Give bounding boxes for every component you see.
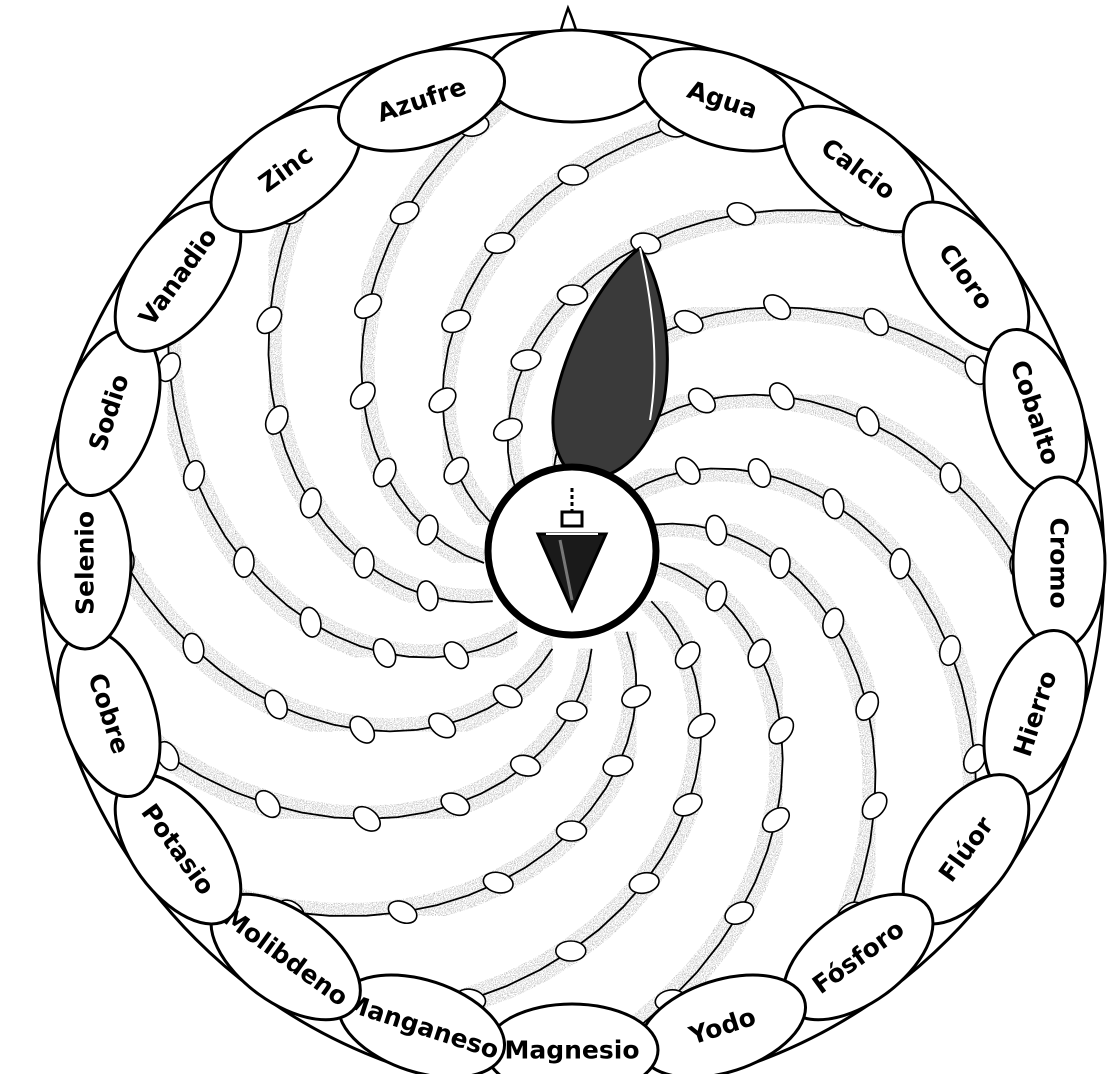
shell-segment xyxy=(557,285,587,305)
shell-segment xyxy=(890,549,910,579)
shell-segment xyxy=(770,548,790,578)
shell-segment xyxy=(558,165,588,185)
shell-segment xyxy=(234,547,254,577)
shell-segment xyxy=(557,701,587,721)
element-label: Selenio xyxy=(71,511,100,615)
element-label: Magnesio xyxy=(504,1036,639,1065)
element-oval: Selenio xyxy=(39,477,131,649)
shell-segment xyxy=(556,941,586,961)
blank-oval xyxy=(486,30,658,122)
element-label: Cromo xyxy=(1045,517,1074,608)
shell-segment xyxy=(556,821,586,841)
shell-segment xyxy=(354,548,374,578)
element-oval: Cromo xyxy=(1013,477,1105,649)
oval-shape xyxy=(486,30,658,122)
